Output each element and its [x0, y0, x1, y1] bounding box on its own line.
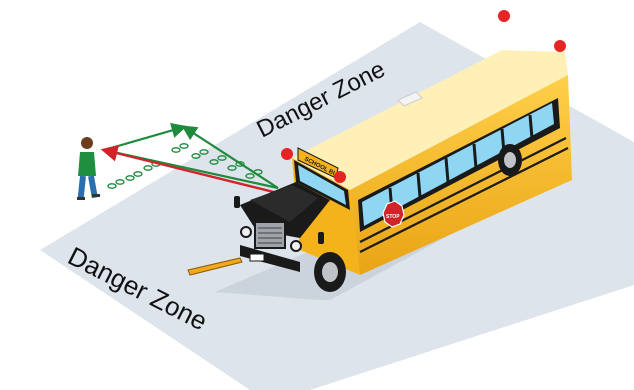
child-pedestrian-icon: [77, 137, 100, 200]
stop-sign-label: STOP: [386, 214, 400, 220]
stop-sign-icon: STOP: [383, 201, 404, 227]
